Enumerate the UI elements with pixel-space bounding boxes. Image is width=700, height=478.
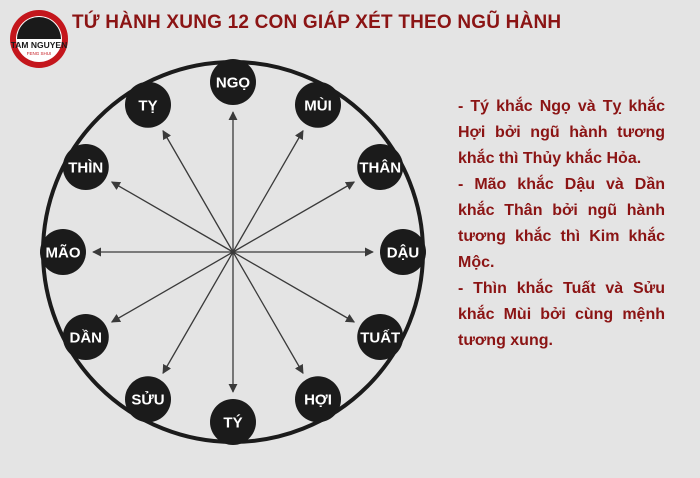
zodiac-node-circle xyxy=(357,144,404,190)
zodiac-node-than: THÂN xyxy=(357,144,404,190)
zodiac-node-dau: DẬU xyxy=(380,229,426,275)
zodiac-node-circle xyxy=(125,376,171,423)
arrow-to-mui xyxy=(232,129,304,253)
zodiac-node-label: TỴ xyxy=(138,97,157,114)
zodiac-node-circle xyxy=(125,81,171,128)
note-metal-wood: - Mão khắc Dậu và Dần khắc Thân bởi ngũ … xyxy=(458,176,665,271)
zodiac-node-tuat: TUẤT xyxy=(357,314,404,360)
arrow-to-suu xyxy=(162,251,234,375)
arrow-to-ty_snake xyxy=(162,129,234,253)
zodiac-node-circle xyxy=(295,376,341,423)
arrow-to-than xyxy=(232,181,356,253)
zodiac-node-circle xyxy=(210,59,256,105)
zodiac-node-thin: THÌN xyxy=(62,144,109,190)
zodiac-wheel: NGỌ MÙI THÂN DẬU TUẤT HỢI TÝ SỬU DẦN MÃO THÌN TỴ xyxy=(38,50,428,460)
zodiac-node-ty_snake: TỴ xyxy=(125,81,171,128)
zodiac-node-mui: MÙI xyxy=(295,81,341,128)
arrow-to-thin xyxy=(110,181,234,253)
zodiac-node-ty_rat: TÝ xyxy=(210,399,256,445)
zodiac-node-label: THÌN xyxy=(68,160,103,177)
logo-brand-name: TAM NGUYEN xyxy=(11,40,68,50)
zodiac-node-label: HỢI xyxy=(304,392,332,409)
zodiac-node-suu: SỬU xyxy=(125,376,171,423)
zodiac-node-circle xyxy=(40,229,86,275)
logo-brand-tagline: FENG SHUI xyxy=(27,51,52,56)
brand-logo: TAM NGUYEN FENG SHUI xyxy=(8,8,70,70)
arrow-to-dan xyxy=(110,251,234,323)
zodiac-node-circle xyxy=(295,81,341,128)
zodiac-node-label: DẦN xyxy=(70,330,103,347)
zodiac-node-circle xyxy=(62,314,109,360)
zodiac-node-label: NGỌ xyxy=(216,75,251,92)
zodiac-node-hoi: HỢI xyxy=(295,376,341,423)
zodiac-node-label: DẬU xyxy=(387,244,420,262)
zodiac-node-label: THÂN xyxy=(359,159,401,177)
note-water-fire: - Tý khắc Ngọ và Tỵ khắc Hợi bởi ngũ hàn… xyxy=(458,98,665,167)
arrow-to-tuat xyxy=(232,251,356,323)
zodiac-node-circle xyxy=(62,144,109,190)
zodiac-node-label: TÝ xyxy=(223,414,242,432)
zodiac-node-ngo: NGỌ xyxy=(210,59,256,105)
zodiac-node-mao: MÃO xyxy=(40,229,86,275)
zodiac-node-circle xyxy=(210,399,256,445)
zodiac-node-label: SỬU xyxy=(131,391,164,409)
page-title: TỨ HÀNH XUNG 12 CON GIÁP XÉT THEO NGŨ HÀ… xyxy=(72,12,562,33)
zodiac-node-label: TUẤT xyxy=(360,330,400,347)
zodiac-node-dan: DẦN xyxy=(62,314,109,360)
notes-panel: - Tý khắc Ngọ và Tỵ khắc Hợi bởi ngũ hàn… xyxy=(458,94,665,354)
zodiac-node-label: MÙI xyxy=(304,96,332,114)
note-opposing-destiny: - Thìn khắc Tuất và Sửu khắc Mùi bởi cùn… xyxy=(458,280,665,349)
zodiac-node-circle xyxy=(357,314,404,360)
arrow-to-hoi xyxy=(232,251,304,375)
zodiac-node-circle xyxy=(380,229,426,275)
zodiac-node-label: MÃO xyxy=(46,244,81,262)
